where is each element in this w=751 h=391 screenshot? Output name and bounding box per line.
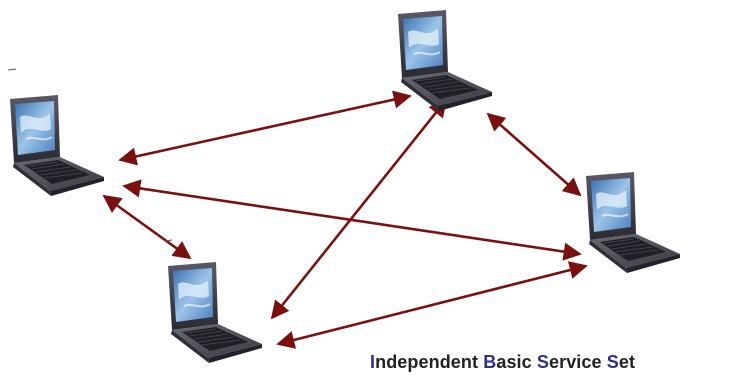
diagram-caption: Independent Basic Service Set: [370, 352, 635, 373]
laptop-left: [9, 94, 105, 197]
stray-mark: [7, 68, 17, 71]
link-arrow-top-right: [486, 112, 582, 197]
links-layer: [102, 90, 588, 349]
caption-word-3: Service: [536, 352, 602, 372]
caption-word-1: Independent: [370, 352, 479, 372]
link-arrow-bottom-top: [270, 98, 448, 320]
caption-word-4: Set: [606, 352, 636, 372]
caption-word-2: Basic: [483, 352, 532, 372]
link-arrow-left-bottom: [102, 194, 192, 260]
link-arrow-bottom-right: [276, 261, 588, 349]
laptop-top: [397, 9, 493, 112]
link-arrow-left-top: [118, 90, 412, 166]
stray-mark: [164, 239, 173, 242]
laptop-right: [585, 171, 681, 274]
link-arrow-left-right: [122, 179, 582, 261]
laptop-bottom: [167, 261, 263, 364]
